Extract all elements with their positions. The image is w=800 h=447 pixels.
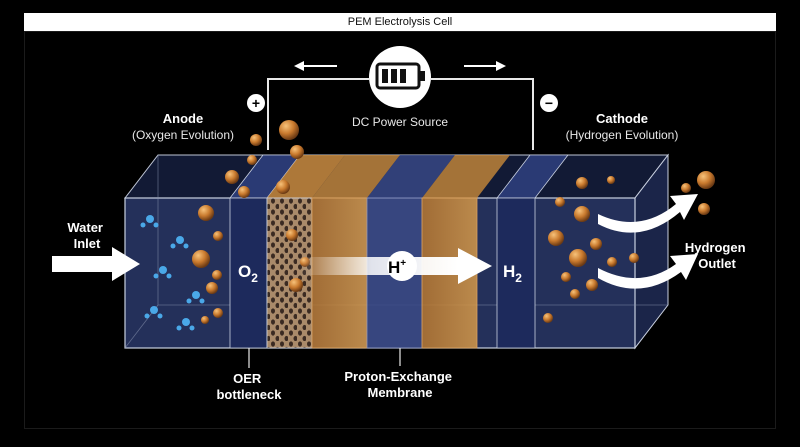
water-inlet-label: Water Inlet: [67, 220, 106, 251]
proton-label: H+: [388, 258, 406, 277]
hydrogen-outlet-arrows: [598, 194, 698, 289]
water-inlet-arrow: [52, 247, 140, 281]
cathode-electrode: [496, 154, 569, 349]
water-molecule-icon: [153, 266, 172, 279]
left-arrow-icon: [294, 61, 337, 71]
right-arrow-icon: [464, 61, 506, 71]
anode-subtitle: (Oxygen Evolution): [132, 128, 234, 142]
cathode-title: Cathode: [596, 111, 648, 126]
anode-title: Anode: [163, 111, 203, 126]
water-molecule-icon: [144, 306, 163, 319]
water-molecule-icon: [186, 291, 205, 304]
hydrogen-bubbles: [543, 171, 715, 323]
oxygen-label: O2: [238, 262, 258, 285]
oxygen-bubbles: [192, 120, 310, 324]
hydrogen-label: H2: [503, 262, 522, 285]
hydrogen-outlet-label: Hydrogen Outlet: [685, 240, 749, 271]
water-molecule-icon: [140, 215, 159, 228]
water-molecules: [140, 215, 205, 331]
water-molecule-icon: [170, 236, 189, 249]
positive-terminal-icon: +: [247, 94, 265, 112]
negative-terminal-icon: −: [540, 94, 558, 112]
power-circuit: DC Power Source + −: [247, 46, 558, 150]
proton-flow-arrow: H+: [300, 248, 492, 284]
water-molecule-icon: [176, 318, 195, 331]
oer-bottleneck-label: OER bottleneck: [216, 371, 282, 402]
cathode-subtitle: (Hydrogen Evolution): [566, 128, 679, 142]
membrane-label: Proton-Exchange Membrane: [344, 369, 455, 400]
diagram-title: PEM Electrolysis Cell: [24, 13, 776, 31]
battery-icon: [369, 46, 431, 108]
svg-text:+: +: [252, 95, 260, 111]
svg-text:−: −: [545, 95, 553, 111]
power-source-label: DC Power Source: [352, 115, 448, 129]
